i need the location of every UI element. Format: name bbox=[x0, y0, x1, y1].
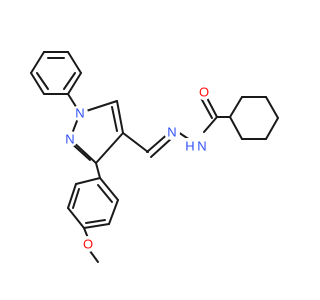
bond bbox=[111, 106, 118, 132]
atom-label-background bbox=[196, 84, 212, 100]
methoxyphenyl-ring bbox=[67, 177, 119, 229]
bond bbox=[97, 184, 113, 203]
bond bbox=[122, 132, 149, 153]
bond bbox=[265, 96, 279, 119]
oxygen-atom-label: O bbox=[199, 85, 209, 100]
molecule-structure: N N N H N O O bbox=[30, 51, 279, 263]
nitrogen-atom-label: N bbox=[75, 106, 84, 121]
atom-n1: N bbox=[72, 105, 88, 121]
atom-carbonyl-o: O bbox=[196, 84, 212, 100]
atom-label-background bbox=[184, 138, 210, 153]
bond bbox=[95, 132, 124, 164]
bond bbox=[265, 117, 279, 140]
cyclohexane-ring bbox=[229, 96, 279, 140]
bond bbox=[67, 51, 82, 74]
phenyl-ring bbox=[30, 51, 82, 95]
bond bbox=[30, 72, 45, 95]
nitrogen-atom-label: N bbox=[167, 125, 176, 140]
atom-label-background bbox=[72, 105, 88, 121]
bond bbox=[203, 116, 218, 133]
bond bbox=[200, 97, 213, 119]
bond bbox=[229, 96, 243, 118]
bond bbox=[85, 219, 106, 224]
bond bbox=[108, 199, 119, 225]
bond bbox=[205, 95, 218, 118]
bond bbox=[67, 72, 82, 95]
nitrogen-atom-label: N bbox=[197, 139, 206, 154]
bond bbox=[116, 100, 124, 134]
atom-label-background bbox=[164, 124, 180, 140]
bond bbox=[67, 207, 85, 229]
bond bbox=[229, 116, 243, 140]
atom-label-background bbox=[62, 131, 78, 147]
oxygen-atom-label: O bbox=[83, 237, 93, 252]
bond bbox=[63, 72, 76, 90]
hydrogen-atom-label: H bbox=[185, 139, 194, 154]
bond bbox=[67, 183, 77, 209]
bond bbox=[99, 177, 119, 201]
bond bbox=[83, 223, 110, 229]
bond bbox=[89, 250, 99, 263]
nitrogen-atom-label: N bbox=[65, 132, 74, 147]
bond bbox=[95, 162, 101, 179]
atom-hydrazone-n: N bbox=[164, 124, 180, 140]
atom-label-background bbox=[80, 236, 96, 252]
bond bbox=[75, 177, 101, 185]
atom-n2: N bbox=[62, 131, 78, 147]
bond bbox=[36, 72, 49, 90]
bond bbox=[150, 136, 174, 158]
atom-amide-nh: H N bbox=[184, 138, 210, 154]
atom-methoxy-o: O bbox=[80, 236, 96, 252]
bond bbox=[30, 51, 45, 74]
bond bbox=[72, 188, 80, 209]
